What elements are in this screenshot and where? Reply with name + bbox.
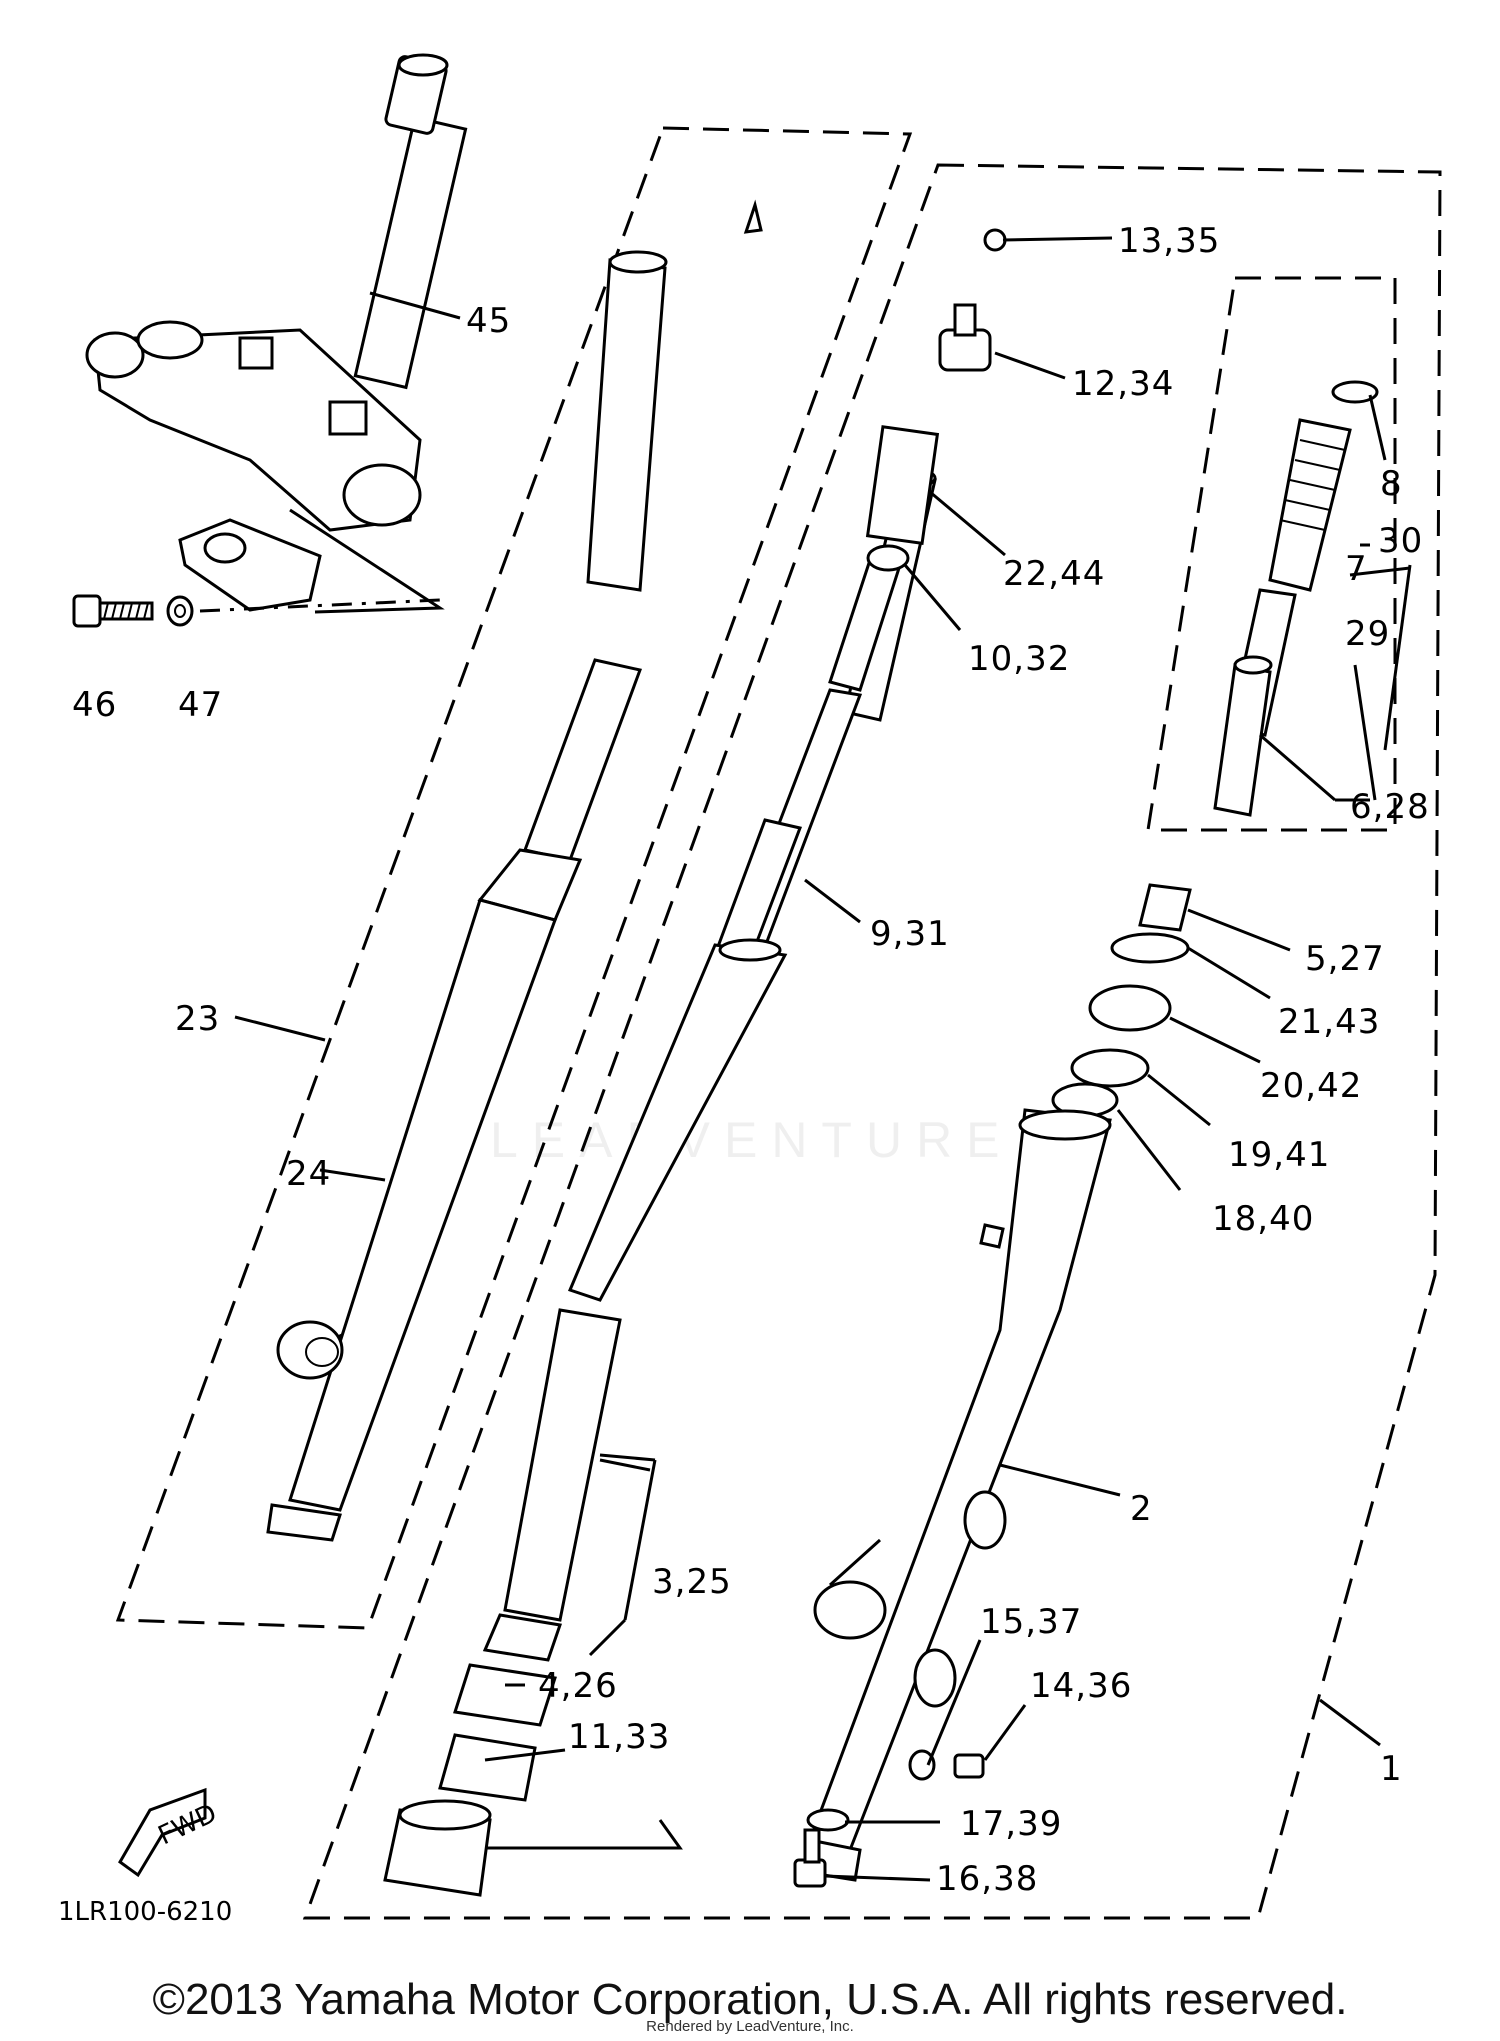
assembly-outlines — [115, 126, 1442, 1920]
label-5-27: 5,27 — [1305, 939, 1385, 979]
fork-inner-pipe-and-spring — [383, 468, 937, 1897]
label-30: 30 — [1378, 521, 1423, 561]
label-23: 23 — [175, 999, 220, 1039]
leader-lines — [234, 236, 1412, 1882]
drain-bolt-parts — [793, 1749, 985, 1888]
label-17-39: 17,39 — [960, 1804, 1062, 1844]
label-22-44: 22,44 — [1003, 554, 1105, 594]
label-20-42: 20,42 — [1260, 1066, 1362, 1106]
label-19-41: 19,41 — [1228, 1135, 1330, 1175]
outer-tube — [266, 199, 763, 1542]
label-12-34: 12,34 — [1072, 364, 1174, 404]
label-3-25: 3,25 — [652, 1562, 732, 1602]
damper-rod-parts — [1213, 380, 1379, 817]
label-47: 47 — [178, 685, 223, 725]
rendered-by-text: Rendered by LeadVenture, Inc. — [646, 2018, 854, 2035]
label-16-38: 16,38 — [936, 1859, 1038, 1899]
label-29: 29 — [1345, 614, 1390, 654]
watermark-text: LEADVENTURE — [490, 1112, 1014, 1168]
label-10-32: 10,32 — [968, 639, 1070, 679]
inner-group-bracket — [412, 1819, 683, 1850]
label-11-33: 11,33 — [568, 1717, 670, 1757]
label-21-43: 21,43 — [1278, 1002, 1380, 1042]
part-labels: 45 46 47 23 24 13,35 12,34 22,44 10,32 9… — [58, 221, 1430, 1927]
label-45: 45 — [466, 301, 511, 341]
oil-seal-stack — [1051, 883, 1192, 1118]
label-7: 7 — [1345, 549, 1368, 589]
label-15-37: 15,37 — [980, 1602, 1082, 1642]
damper-rod-group-outline — [1146, 276, 1397, 832]
label-24: 24 — [286, 1154, 331, 1194]
label-8: 8 — [1380, 464, 1403, 504]
fwd-direction-icon: FWD — [118, 1787, 221, 1878]
label-9-31: 9,31 — [870, 914, 950, 954]
label-1: 1 — [1380, 1749, 1403, 1789]
fork-cap-parts — [865, 228, 1007, 572]
label-4-26: 4,26 — [538, 1666, 618, 1706]
copyright-notice: ©2013 Yamaha Motor Corporation, U.S.A. A… — [152, 1975, 1348, 2024]
steering-stem — [85, 53, 468, 612]
diagram-code: 1LR100-6210 — [58, 1897, 232, 1927]
label-46: 46 — [72, 685, 117, 725]
fork-outer-leg — [803, 1108, 1112, 1882]
label-14-36: 14,36 — [1030, 1666, 1132, 1706]
fork-assembly-outline — [302, 163, 1442, 1920]
label-13-35: 13,35 — [1118, 221, 1220, 261]
label-6-28: 6,28 — [1350, 787, 1430, 827]
outer-tube-group-outline — [115, 126, 913, 1630]
label-2: 2 — [1130, 1489, 1153, 1529]
bolt-and-washer — [72, 508, 445, 628]
label-18-40: 18,40 — [1212, 1199, 1314, 1239]
